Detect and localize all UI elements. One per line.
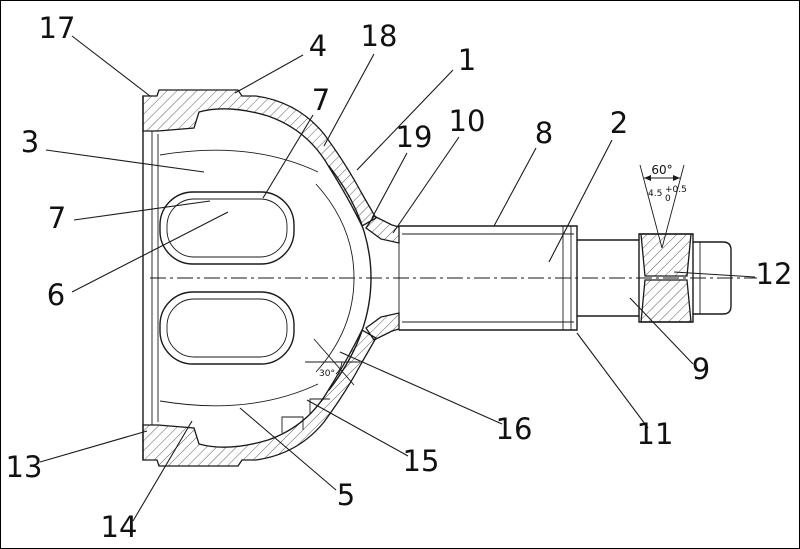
neck-flange-bottom-section	[365, 312, 400, 341]
leader-18	[323, 53, 375, 147]
thread-v-right-leg	[661, 164, 685, 249]
nut-top-section	[640, 233, 692, 277]
callout-label-7a: 7	[312, 83, 330, 117]
thread-v-left-leg	[639, 164, 663, 249]
leader-15	[306, 399, 409, 457]
callout-label-16: 16	[496, 412, 533, 446]
callout-label-3: 3	[21, 125, 39, 159]
shaft-end-cap	[692, 241, 732, 315]
callout-label-1: 1	[458, 43, 476, 77]
leader-3	[45, 149, 205, 173]
callout-label-6: 6	[47, 278, 65, 312]
leader-7b	[73, 200, 211, 221]
callout-label-4: 4	[309, 29, 327, 63]
ball-groove-top-outer	[159, 191, 295, 265]
cone-angle-dimension: 30°	[305, 338, 360, 386]
leader-6	[71, 211, 229, 293]
leader-12	[673, 271, 756, 278]
ball-groove-top-inner	[166, 198, 288, 258]
callout-label-2: 2	[610, 106, 628, 140]
arrow-left-icon	[644, 175, 651, 181]
ball-groove-bottom-inner	[166, 298, 288, 358]
leader-4	[234, 54, 304, 94]
leader-19	[371, 152, 408, 219]
cone-angle-value: 30°	[319, 369, 335, 379]
callout-label-13: 13	[6, 450, 43, 484]
leader-1	[356, 69, 454, 171]
leader-17	[71, 35, 151, 97]
callout-label-8: 8	[535, 116, 553, 150]
ball-groove-bottom-outer	[159, 291, 295, 365]
neck-flange-top-section	[365, 215, 400, 244]
outer-race-bottom-wall-section	[142, 329, 377, 467]
arrow-right-icon	[673, 175, 680, 181]
callout-label-7b: 7	[48, 201, 66, 235]
groove-shoulder-top	[159, 149, 319, 173]
leader-9	[629, 297, 694, 365]
outer-race-top-wall-section	[142, 89, 377, 227]
callout-labels: 17 4 18 1 7 3 19 10 8 2 7 6 12 9 16 11 1…	[6, 11, 793, 544]
leader-lines	[39, 35, 756, 522]
leader-5	[239, 407, 337, 491]
thread-profile-dimension: 60° 4.5 +0.5 0	[639, 163, 687, 249]
cone-angle-slant-line	[313, 338, 355, 386]
callout-label-14: 14	[101, 510, 138, 544]
leader-8	[493, 147, 537, 227]
thread-tol-upper: +0.5	[665, 185, 687, 195]
nut-bottom-section	[640, 279, 692, 323]
callout-label-18: 18	[361, 19, 398, 53]
thread-angle-value: 60°	[651, 163, 672, 177]
callout-label-11: 11	[637, 417, 674, 451]
leader-14	[132, 420, 193, 522]
leader-2	[548, 139, 613, 263]
leader-7a	[262, 114, 314, 199]
thread-tol-lower: 0	[665, 194, 671, 204]
callout-label-19: 19	[396, 120, 433, 154]
inner-sphere-inner-arc	[315, 183, 355, 373]
cone-angle-arc	[335, 361, 343, 375]
drawing	[142, 89, 757, 467]
groove-shoulder-bottom	[159, 383, 319, 407]
leader-16	[339, 351, 503, 425]
rim-step-detail-1	[281, 416, 304, 433]
callout-label-12: 12	[756, 257, 793, 291]
callout-label-15: 15	[403, 444, 440, 478]
rim-step-detail-2	[309, 398, 330, 414]
callout-label-10: 10	[449, 104, 486, 138]
thread-depth-value: 4.5	[648, 189, 662, 199]
leader-13	[39, 430, 148, 463]
callout-label-9: 9	[692, 352, 710, 386]
leader-11	[576, 332, 649, 429]
leader-10	[392, 136, 460, 234]
callout-label-17: 17	[39, 11, 76, 45]
callout-label-5: 5	[337, 478, 355, 512]
